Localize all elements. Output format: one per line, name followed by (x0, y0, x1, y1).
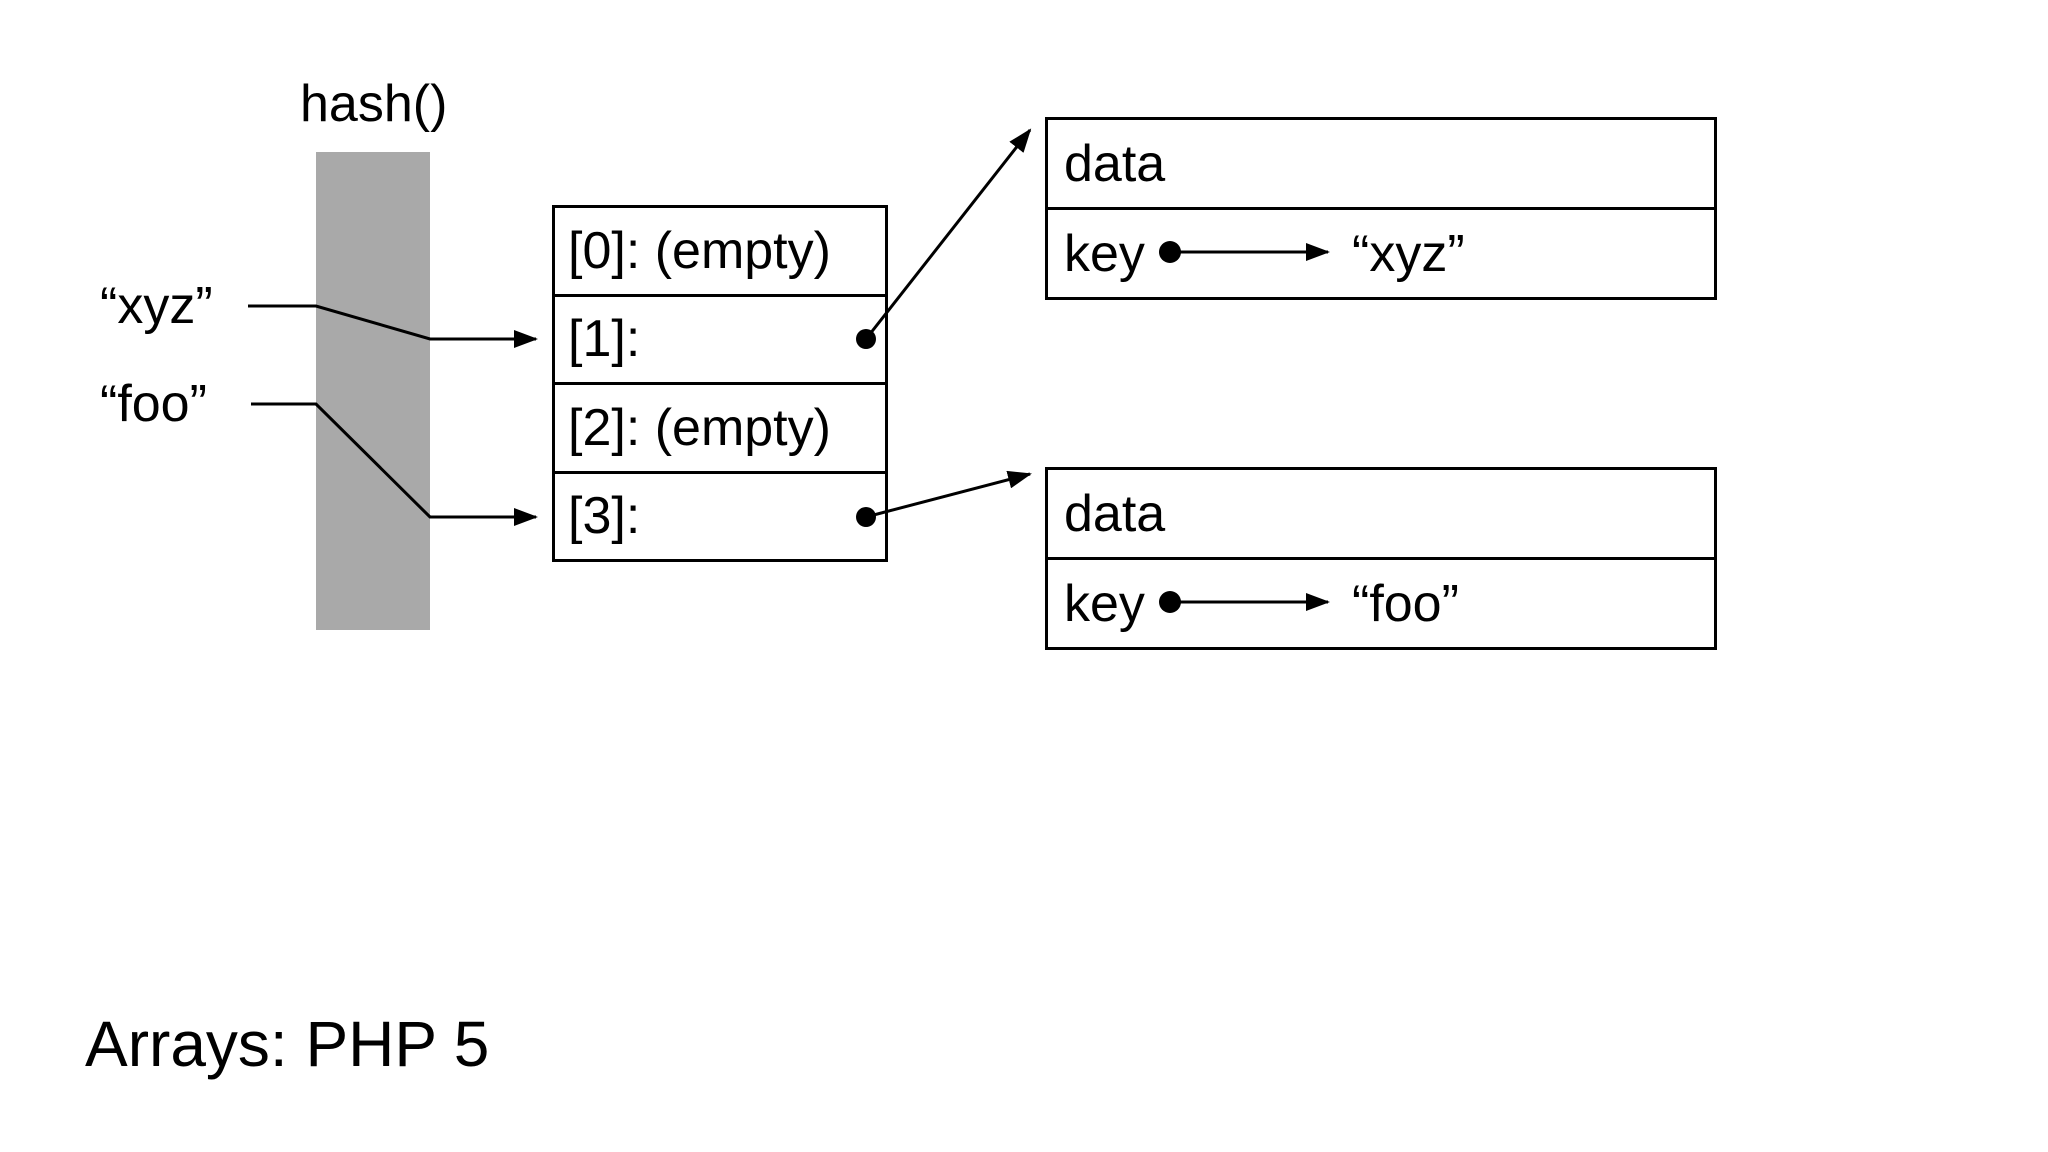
slot3-bucket-arrow (865, 470, 1032, 519)
slot-label: [0]: (empty) (568, 221, 831, 280)
input-key-foo-label: “foo” (100, 375, 207, 433)
bucket-data-label: data (1064, 484, 1166, 543)
slot-label: [3]: (568, 487, 641, 546)
bucket-key-label: key (1064, 574, 1145, 633)
xyz-hash-line (248, 304, 538, 348)
hash-table-slot-2: [2]: (empty) (555, 382, 885, 471)
hash-table: [0]: (empty) [1]: [2]: (empty) [3]: (552, 205, 888, 562)
bucket-data-row: data (1048, 470, 1714, 557)
hash-function-label: hash() (300, 75, 448, 133)
bucket-key-label: key (1064, 224, 1145, 283)
hash-table-slot-1: [1]: (555, 293, 885, 383)
bucket-key-row: key “xyz” (1048, 207, 1714, 297)
bucket-data-row: data (1048, 120, 1714, 207)
bucket-data-label: data (1064, 134, 1166, 193)
slot1-bucket-arrow (864, 128, 1032, 340)
hash-table-slot-0: [0]: (empty) (555, 208, 885, 294)
bucket-xyz: data key “xyz” (1045, 117, 1717, 300)
slide-title: Arrays: PHP 5 (85, 1008, 490, 1080)
bucket-foo: data key “foo” (1045, 467, 1717, 650)
foo-hash-line (251, 402, 538, 526)
slot-label: [2]: (empty) (568, 398, 831, 457)
bucket-key-value: “xyz” (1352, 224, 1465, 283)
input-key-xyz-label: “xyz” (100, 277, 213, 335)
slot-label: [1]: (568, 310, 641, 369)
bucket-key-row: key “foo” (1048, 557, 1714, 647)
bucket-key-value: “foo” (1352, 574, 1459, 633)
hash-bar (316, 152, 430, 630)
hash-table-slot-3: [3]: (555, 470, 885, 560)
